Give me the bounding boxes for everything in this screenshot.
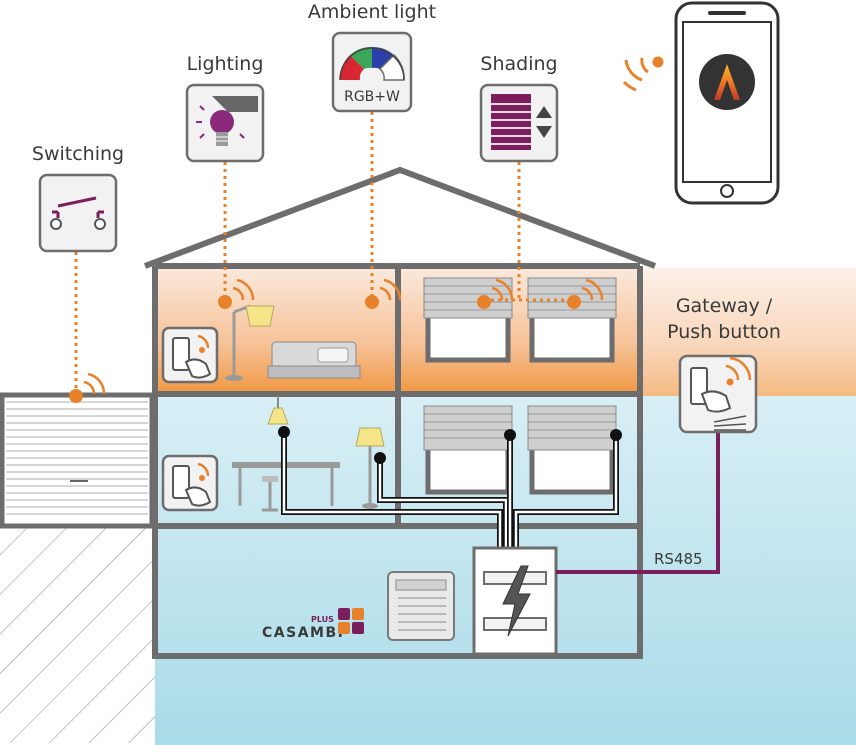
ambient-tile: RGB+W <box>331 31 413 113</box>
casambi-name: CASAMBI <box>262 625 344 641</box>
rs485-link: RS485 <box>556 432 720 574</box>
ambient-light-label: Ambient light <box>308 1 436 23</box>
pendant-lamp <box>267 396 289 425</box>
window-lower-left <box>423 405 513 495</box>
gateway-label-line1: Gateway / <box>676 295 773 317</box>
shading-label: Shading <box>480 53 557 75</box>
bed <box>267 341 361 379</box>
garage <box>0 392 155 529</box>
casambi-plus: PLUS <box>311 615 334 624</box>
wireless-links <box>74 112 574 394</box>
casambi-logo: PLUS CASAMBI <box>262 608 364 641</box>
switching-tile <box>38 173 118 253</box>
casambi-app-icon[interactable] <box>699 54 755 110</box>
phone-signal-icon <box>622 56 664 92</box>
window-upper-left <box>423 277 513 363</box>
rs485-label: RS485 <box>654 550 703 568</box>
signal-arcs <box>83 278 604 395</box>
house-structure <box>143 166 657 659</box>
lighting-label: Lighting <box>187 53 264 75</box>
lighting-tile <box>185 83 265 163</box>
wall-switch-middle[interactable] <box>161 454 219 512</box>
bulb-icon <box>196 96 258 146</box>
ground-hatch <box>0 528 155 743</box>
gateway-tile[interactable] <box>678 354 758 434</box>
standing-lamp-lower <box>355 427 385 509</box>
shading-tile <box>479 83 559 163</box>
smartphone[interactable] <box>674 1 780 205</box>
rgb-gauge-icon <box>339 46 405 81</box>
floor-lamp-upper <box>225 304 275 381</box>
wireless-nodes <box>69 295 581 403</box>
wired-bus <box>281 432 619 548</box>
switching-label: Switching <box>32 143 124 165</box>
window-upper-right <box>527 277 617 363</box>
window-lower-right <box>527 405 617 495</box>
push-button-icon <box>690 356 752 431</box>
lightning-icon <box>502 565 531 637</box>
rgbw-label: RGB+W <box>344 89 400 105</box>
blind-icon <box>491 94 552 150</box>
distribution-board <box>472 546 558 656</box>
casambi-module <box>387 571 455 641</box>
gateway-label-line2: Push button <box>667 321 781 343</box>
switch-icon <box>52 196 104 218</box>
wall-switch-upper[interactable] <box>161 326 219 384</box>
wire-endpoints <box>278 426 622 464</box>
